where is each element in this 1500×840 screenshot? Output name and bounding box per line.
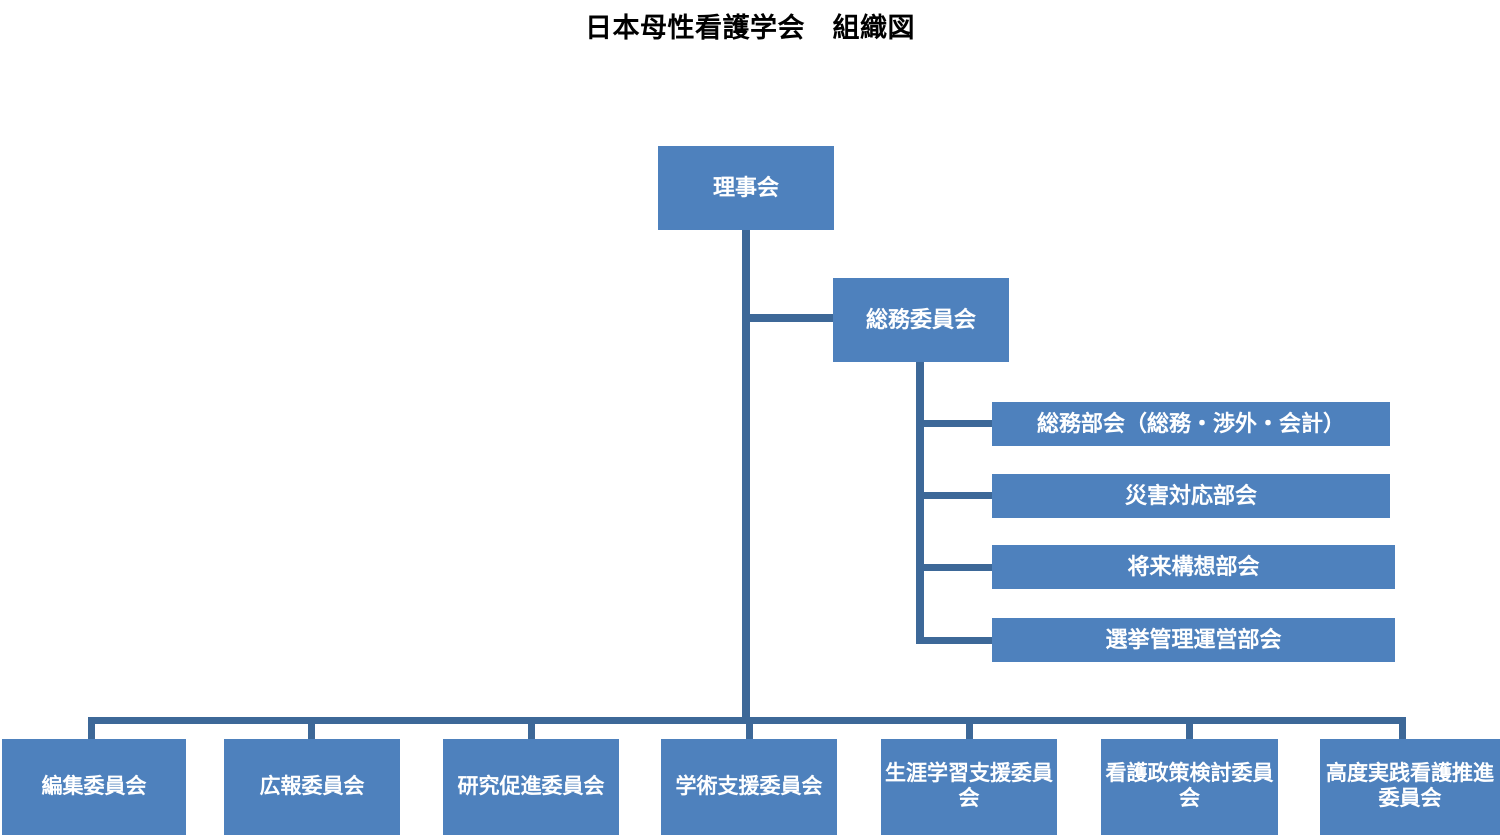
connector-subsection-4: [916, 637, 992, 644]
connector-leaf-stub-1: [88, 717, 95, 739]
node-lifelong-learning-support-committee[interactable]: 生涯学習支援委員会: [881, 739, 1057, 835]
node-advanced-practice-nursing-committee[interactable]: 高度実践看護推進委員会: [1320, 739, 1500, 835]
node-nursing-policy-review-committee[interactable]: 看護政策検討委員会: [1101, 739, 1278, 835]
connector-leaf-stub-6: [1186, 717, 1193, 739]
connector-general-affairs-vertical: [916, 362, 924, 644]
node-academic-support-committee[interactable]: 学術支援委員会: [661, 739, 837, 835]
connector-trunk-to-general-affairs: [742, 314, 834, 322]
connector-leaf-stub-4: [746, 717, 753, 739]
connector-leaf-stub-5: [966, 717, 973, 739]
page-title: 日本母性看護学会 組織図: [585, 13, 915, 43]
connector-subsection-1: [916, 420, 992, 427]
connector-leaf-stub-7: [1399, 717, 1406, 739]
connector-leaf-stub-3: [528, 717, 535, 739]
node-subsection-future-planning[interactable]: 将来構想部会: [992, 545, 1395, 589]
node-subsection-election-management[interactable]: 選挙管理運営部会: [992, 618, 1395, 662]
node-subsection-general-affairs[interactable]: 総務部会（総務・渉外・会計）: [992, 402, 1390, 446]
connector-trunk-vertical: [742, 230, 750, 724]
node-board-of-directors[interactable]: 理事会: [658, 146, 834, 230]
connector-subsection-2: [916, 492, 992, 499]
node-editorial-committee[interactable]: 編集委員会: [2, 739, 186, 835]
node-subsection-disaster-response[interactable]: 災害対応部会: [992, 474, 1390, 518]
node-research-promotion-committee[interactable]: 研究促進委員会: [443, 739, 619, 835]
node-general-affairs-committee[interactable]: 総務委員会: [833, 278, 1009, 362]
node-public-relations-committee[interactable]: 広報委員会: [224, 739, 400, 835]
connector-leaf-stub-2: [308, 717, 315, 739]
connector-subsection-3: [916, 564, 992, 571]
